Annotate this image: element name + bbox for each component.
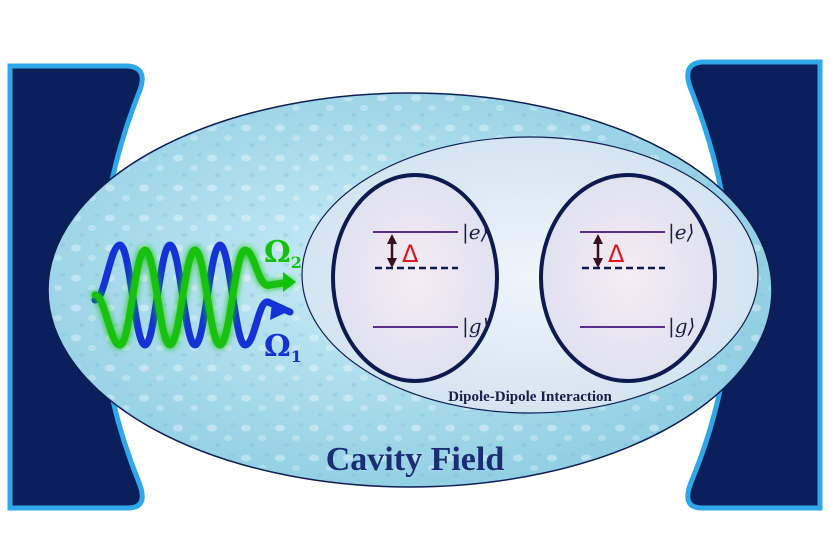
ground-state-label: |g⟩ — [462, 314, 489, 339]
atom-2: Δ |e⟩ |g⟩ — [539, 173, 717, 383]
detuning-label: Δ — [608, 240, 625, 268]
cavity-label: Cavity Field — [326, 441, 505, 478]
light-fields: Ω2 Ω1 — [91, 235, 302, 366]
omega-1-label: Ω1 — [264, 329, 302, 366]
green-wave — [91, 246, 294, 349]
detuning-arrow — [593, 234, 603, 268]
interaction-label: Dipole-Dipole Interaction — [448, 389, 612, 405]
omega-2-label: Ω2 — [264, 235, 302, 272]
atom-1: Δ |e⟩ |g⟩ — [331, 173, 499, 383]
detuning-arrow — [387, 234, 397, 268]
blue-arrowhead — [270, 303, 287, 320]
detuning-label: Δ — [402, 240, 419, 268]
excited-state-label: |e⟩ — [462, 220, 488, 245]
excited-state-label: |e⟩ — [668, 220, 694, 245]
green-arrowhead — [283, 272, 296, 292]
ground-state-label: |g⟩ — [668, 314, 695, 339]
